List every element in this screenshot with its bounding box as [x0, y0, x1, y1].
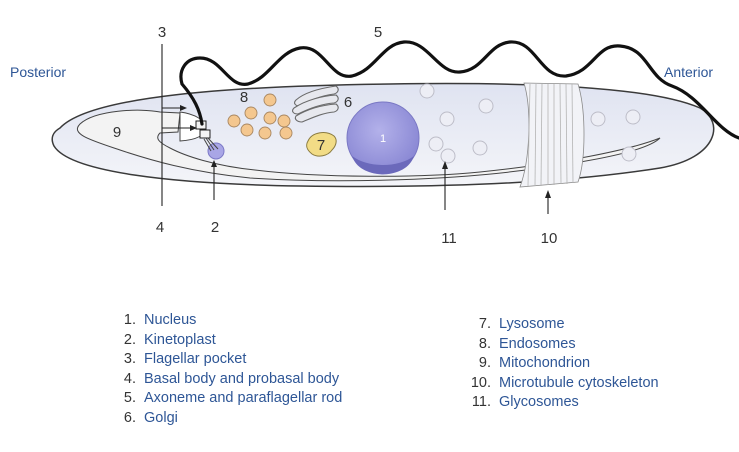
callout-1: 1 — [380, 133, 386, 145]
legend-item-mitochondrion: 9. Mitochondrion — [455, 354, 659, 374]
legend-item-microtubule-cytoskeleton: 10. Microtubule cytoskeleton — [455, 374, 659, 394]
legend-item-basal-body: 4. Basal body and probasal body — [110, 370, 342, 390]
legend-number: 7. — [455, 315, 491, 335]
legend-left: 1. Nucleus 2. Kinetoplast 3. Flagellar p… — [110, 311, 342, 428]
callout-7: 7 — [317, 137, 325, 154]
legend-number: 10. — [455, 374, 491, 394]
legend-label: Kinetoplast — [144, 331, 216, 351]
posterior-label: Posterior — [10, 64, 66, 80]
legend-label: Basal body and probasal body — [144, 370, 339, 390]
callout-4: 4 — [156, 219, 164, 236]
legend-item-flagellar-pocket: 3. Flagellar pocket — [110, 350, 342, 370]
legend-label: Mitochondrion — [499, 354, 590, 374]
anterior-label: Anterior — [664, 64, 713, 80]
legend-number: 4. — [110, 370, 136, 390]
legend-label: Nucleus — [144, 311, 196, 331]
callout-6: 6 — [344, 94, 352, 111]
legend-right: 7. Lysosome 8. Endosomes 9. Mitochondrio… — [455, 315, 659, 413]
legend-number: 9. — [455, 354, 491, 374]
callout-8: 8 — [240, 89, 248, 106]
legend-item-nucleus: 1. Nucleus — [110, 311, 342, 331]
legend-item-glycosomes: 11. Glycosomes — [455, 393, 659, 413]
nucleus: 1 — [347, 102, 419, 174]
legend-label: Endosomes — [499, 335, 576, 355]
legend-label: Golgi — [144, 409, 178, 429]
legend-number: 5. — [110, 389, 136, 409]
legend-item-golgi: 6. Golgi — [110, 409, 342, 429]
legend-label: Axoneme and paraflagellar rod — [144, 389, 342, 409]
legend-item-kinetoplast: 2. Kinetoplast — [110, 331, 342, 351]
legend-label: Glycosomes — [499, 393, 579, 413]
callout-2: 2 — [211, 219, 219, 236]
legend-number: 2. — [110, 331, 136, 351]
callout-5: 5 — [374, 24, 382, 41]
legend-item-lysosome: 7. Lysosome — [455, 315, 659, 335]
legend-number: 11. — [455, 393, 491, 413]
legend-label: Flagellar pocket — [144, 350, 246, 370]
legend-number: 3. — [110, 350, 136, 370]
callout-10: 10 — [541, 230, 558, 247]
callout-9: 9 — [113, 124, 121, 141]
callout-3: 3 — [158, 24, 166, 41]
legend-item-axoneme: 5. Axoneme and paraflagellar rod — [110, 389, 342, 409]
microtubule-cytoskeleton — [520, 83, 584, 187]
legend-item-endosomes: 8. Endosomes — [455, 335, 659, 355]
legend-label: Microtubule cytoskeleton — [499, 374, 659, 394]
legend-number: 1. — [110, 311, 136, 331]
legend-number: 8. — [455, 335, 491, 355]
legend-label: Lysosome — [499, 315, 565, 335]
legend-number: 6. — [110, 409, 136, 429]
callout-11: 11 — [441, 230, 457, 247]
